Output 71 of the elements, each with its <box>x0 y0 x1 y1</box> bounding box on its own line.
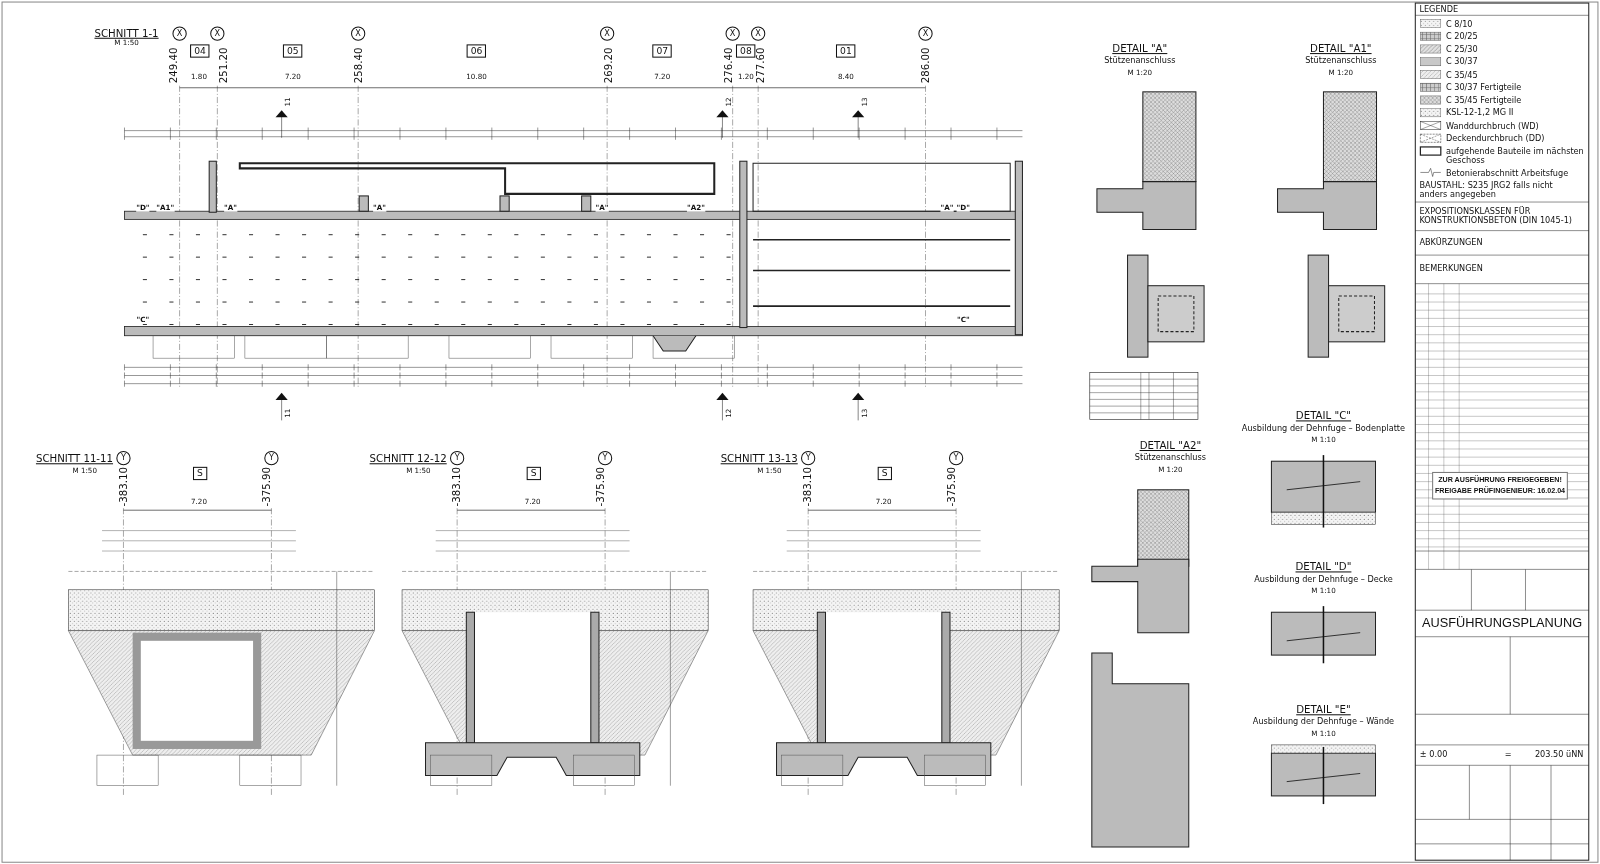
legend-label: C 30/37 <box>1445 57 1479 67</box>
subtitle: Stützenanschluss <box>1104 57 1176 66</box>
elevation-value: 269.20 <box>604 47 615 84</box>
legend-label: C 8/10 <box>1445 18 1474 29</box>
field-number: 06 <box>466 44 487 58</box>
elevation-value: -383.10 <box>452 467 463 507</box>
field-number: 07 <box>652 44 673 58</box>
legend-label: Wanddurchbruch (WD) <box>1445 120 1540 131</box>
elevation-value: -375.90 <box>595 467 607 507</box>
elevation-value: -383.10 <box>803 467 814 507</box>
axis-marker: X <box>918 26 933 41</box>
elevation-value: 286.00 <box>920 47 931 84</box>
legend-label: Betonierabschnitt Arbeitsfuge <box>1445 167 1570 178</box>
subtitle: Ausbildung der Dehnfuge – Wände <box>1252 718 1395 727</box>
axis-marker: Y <box>801 451 816 466</box>
subtitle: ± 0.00 <box>1419 751 1448 760</box>
axis-marker: X <box>600 26 615 41</box>
subtitle: 203.50 üNN <box>1534 751 1584 760</box>
legend-label: Deckendurchbruch (DD) <box>1445 133 1546 144</box>
axis-marker: Y <box>597 451 613 466</box>
drawing-type-title: AUSFÜHRUNGSPLANUNG <box>1421 617 1583 630</box>
elevation-value: -375.90 <box>946 467 958 507</box>
legend-label: aufgehende Bauteile im nächsten Geschoss <box>1445 146 1585 166</box>
axis-marker: Y <box>116 451 131 466</box>
axis-marker: Y <box>450 451 465 466</box>
section-title: SCHNITT 11-11 <box>35 454 114 465</box>
legend-label: KSL-12-1,2 MG II <box>1445 108 1515 118</box>
legend-label: C 25/30 <box>1445 44 1479 54</box>
field-number: S <box>877 466 892 481</box>
panel-heading: LEGENDE <box>1419 5 1460 15</box>
subtitle: Stützenanschluss <box>1305 57 1377 66</box>
elevation-value: -383.10 <box>118 467 129 507</box>
section-title: DETAIL "A" <box>1112 43 1168 55</box>
elevation-value: 276.40 <box>723 47 734 84</box>
axis-marker: X <box>725 26 740 41</box>
elevation-value: 251.20 <box>218 47 229 84</box>
panel-heading: ABKÜRZUNGEN <box>1419 237 1484 248</box>
axis-marker: Y <box>264 451 279 466</box>
section-title: DETAIL "A2" <box>1139 440 1202 451</box>
section-title: SCHNITT 1-1 <box>94 28 159 39</box>
axis-marker: X <box>172 26 187 41</box>
section-title: SCHNITT 12-12 <box>369 454 447 465</box>
elevation-value: 258.40 <box>354 47 365 84</box>
subtitle: Ausbildung der Dehnfuge – Bodenplatte <box>1241 424 1406 433</box>
field-number: 08 <box>736 44 756 58</box>
field-number: S <box>526 466 541 481</box>
field-number: 05 <box>282 44 303 58</box>
panel-heading: EXPOSITIONSKLASSEN FÜR KONSTRUKTIONSBETON (DIN 1045-1) <box>1419 207 1573 226</box>
axis-marker: X <box>351 26 366 41</box>
field-number: S <box>193 466 207 481</box>
elevation-value: -375.90 <box>262 467 273 507</box>
elevation-value: 249.40 <box>168 47 179 84</box>
section-title: DETAIL "E" <box>1296 705 1351 716</box>
field-number: 04 <box>190 44 210 58</box>
legend-label: C 20/25 <box>1445 31 1479 41</box>
axis-marker: X <box>210 26 225 41</box>
field-number: 01 <box>836 44 856 58</box>
section-title: DETAIL "A1" <box>1310 43 1372 55</box>
section-title: DETAIL "D" <box>1295 562 1352 573</box>
legend-label: C 30/37 Fertigteile <box>1445 82 1523 93</box>
section-title: DETAIL "C" <box>1295 411 1352 422</box>
subtitle: Ausbildung der Dehnfuge – Decke <box>1254 575 1393 584</box>
axis-marker: Y <box>948 451 964 466</box>
legend-label: C 35/45 Fertigteile <box>1445 95 1523 105</box>
subtitle: Stützenanschluss <box>1134 454 1207 463</box>
elevation-value: 277.60 <box>756 47 767 84</box>
panel-heading: BEMERKUNGEN <box>1419 264 1484 274</box>
panel-heading: BAUSTAHL: S235 JRG2 falls nicht anders angegeben <box>1419 180 1554 200</box>
axis-marker: X <box>751 26 766 41</box>
section-title: SCHNITT 13-13 <box>720 454 798 465</box>
legend-label: C 35/45 <box>1445 69 1479 80</box>
